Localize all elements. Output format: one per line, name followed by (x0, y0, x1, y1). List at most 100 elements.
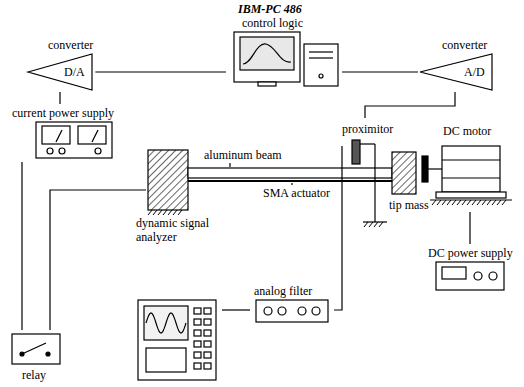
relay-drawing (12, 334, 60, 364)
proximitor-drawing (352, 140, 360, 164)
relay-drawing (46, 352, 50, 356)
relay-drawing (12, 334, 60, 364)
analog-filter-drawing (298, 307, 306, 315)
converter: converterA/D (418, 38, 494, 92)
signal-wire (50, 190, 146, 330)
current-power-supply-drawing (56, 130, 62, 142)
node-label: converter (48, 38, 93, 52)
ground-tick (442, 200, 446, 205)
proximitor-drawing (374, 144, 375, 222)
analyzer-button (194, 363, 201, 369)
relay: relay (8, 330, 64, 386)
signal-wire (222, 309, 250, 310)
beam-drawing (291, 183, 292, 185)
ground-tick (178, 210, 182, 215)
converter-triangle (28, 54, 492, 90)
ground-tick (163, 210, 167, 215)
computer-drawing (234, 32, 300, 82)
node-label: D/A (64, 65, 85, 79)
analyzer-button (194, 308, 201, 314)
dc-power-supply-drawing (442, 267, 466, 279)
signal-wire (21, 162, 22, 330)
analog-filter-drawing (256, 300, 328, 322)
node-label: converter (442, 38, 487, 52)
computer-drawing (304, 44, 338, 86)
current-power-supply-drawing (92, 130, 98, 142)
ground-tick (482, 200, 486, 205)
analog-filter-drawing (278, 307, 286, 315)
beam-drawing (392, 152, 416, 194)
current-power-supply-drawing (78, 126, 106, 144)
analyzer-button (204, 330, 211, 336)
ground-tick (467, 200, 471, 205)
current-power-supply-drawing (42, 126, 70, 144)
signal-analyzer-drawing (146, 348, 186, 372)
dc-power-supply: DC power supply (426, 244, 515, 294)
converter-triangle (28, 54, 92, 90)
beam-drawing (148, 150, 188, 210)
ground-tick (437, 200, 441, 205)
ground-tick (364, 222, 368, 227)
proximitor-drawing (360, 143, 375, 144)
analyzer-button (204, 352, 211, 358)
ground-tick (502, 200, 506, 205)
signal-wire (59, 92, 60, 104)
node-label: IBM-PC 486 (238, 2, 302, 16)
node-label: DC motor (443, 124, 491, 138)
computer-drawing (234, 32, 338, 86)
analyzer-button (194, 319, 201, 325)
node-label: dynamic signal analyzer (136, 216, 220, 244)
converter: converterD/A (28, 38, 95, 92)
signal-wire (342, 71, 418, 72)
ground-tick (447, 200, 451, 205)
dc-power-supply-drawing (474, 272, 482, 280)
analyzer-button (194, 352, 201, 358)
dc-power-supply-drawing (489, 272, 497, 280)
dc-motor-drawing (442, 146, 500, 192)
beam-drawing (188, 180, 392, 182)
part-label: SMA actuator (262, 186, 331, 200)
ground-tick (168, 210, 172, 215)
computer-drawing (319, 74, 323, 78)
dc-power-supply-drawing (436, 262, 504, 290)
beam-drawing (188, 168, 392, 178)
ground-tick (369, 222, 373, 227)
computer-drawing (309, 57, 333, 58)
ground-tick (492, 200, 496, 205)
dc-motor-drawing (422, 156, 428, 182)
ground-tick (374, 222, 378, 227)
analyzer-button (204, 308, 211, 314)
analyzer-button (204, 341, 211, 347)
analog-filter: analog filter (250, 282, 334, 326)
signal-wire (365, 92, 455, 118)
ground-tick (457, 200, 461, 205)
computer: IBM-PC 486control logic (226, 2, 342, 88)
dc-power-supply-drawing (436, 262, 504, 290)
analog-filter-drawing (312, 307, 320, 315)
dc-motor-drawing (422, 146, 512, 200)
beam-drawing (229, 163, 230, 167)
current-power-supply-drawing (59, 148, 65, 154)
analyzer-button (194, 330, 201, 336)
signal-analyzer: dynamic signal analyzer (130, 214, 222, 384)
node-label: DC power supply (428, 246, 513, 260)
dc-motor-drawing (436, 192, 506, 198)
proximitor: proximitor (338, 118, 395, 146)
analyzer-button (194, 341, 201, 347)
current-power-supply-drawing (36, 122, 112, 158)
node-label: proximitor (342, 122, 393, 136)
proximitor-drawing (363, 221, 387, 222)
signal-wire (469, 212, 470, 244)
node-label: current power supply (12, 106, 114, 120)
beam-drawing (148, 150, 416, 210)
node-label: relay (22, 368, 46, 382)
part-label: tip mass (388, 198, 430, 212)
computer-drawing (243, 44, 291, 64)
current-power-supply-drawing (95, 148, 101, 154)
current-power-supply: current power supply (8, 104, 138, 162)
ground-tick (173, 210, 177, 215)
ground-tick (158, 210, 162, 215)
node-label: analog filter (254, 284, 312, 298)
